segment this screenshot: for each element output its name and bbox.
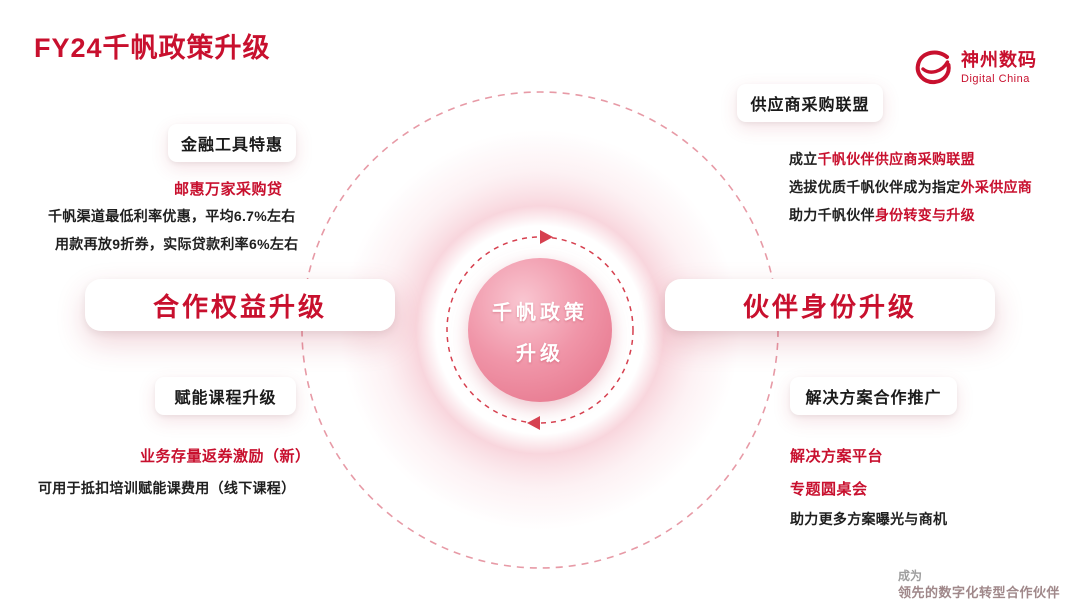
- logo-text: 神州数码 Digital China: [961, 50, 1037, 85]
- alliance-line3-highlight: 身份转变与升级: [874, 207, 975, 223]
- digital-china-logo: 神州数码 Digital China: [912, 48, 1037, 88]
- alliance-line1: 成立千帆伙伴供应商采购联盟: [789, 149, 975, 169]
- footer-line2: 领先的数字化转型合作伙伴: [898, 585, 1061, 601]
- course-highlight: 业务存量返券激励（新）: [140, 448, 311, 465]
- alliance-line2-highlight: 外采供应商: [960, 179, 1033, 195]
- solution-highlight1: 解决方案平台: [790, 448, 884, 465]
- page-title: FY24千帆政策升级: [34, 33, 271, 63]
- alliance-line2-prefix: 选拔优质千帆伙伴成为指定: [789, 179, 961, 195]
- center-label: 千帆政策 升级: [460, 296, 620, 366]
- footer-line1: 成为: [898, 569, 923, 583]
- finance-highlight: 邮惠万家采购贷: [174, 181, 283, 198]
- finance-line1: 千帆渠道最低利率优惠，平均6.7%左右: [48, 208, 296, 224]
- alliance-line3-prefix: 助力千帆伙伴: [789, 207, 875, 223]
- solution-header-card: 解决方案合作推广: [790, 377, 957, 415]
- footer-slogan: 成为 领先的数字化转型合作伙伴: [898, 568, 1060, 602]
- finance-line2: 用款再放9折券，实际贷款利率6%左右: [55, 236, 299, 252]
- logo-name: 神州数码: [961, 50, 1037, 71]
- left-main-card: 合作权益升级: [85, 279, 395, 331]
- alliance-line2: 选拔优质千帆伙伴成为指定外采供应商: [789, 177, 1032, 197]
- alliance-line1-highlight: 千帆伙伴供应商采购联盟: [817, 151, 975, 167]
- course-line1: 可用于抵扣培训赋能课费用（线下课程）: [38, 480, 296, 496]
- logo-subtitle: Digital China: [961, 72, 1030, 85]
- cycle-arrow-bottom: [527, 416, 540, 430]
- center-label-line2: 升级: [516, 343, 564, 365]
- alliance-line3: 助力千帆伙伴身份转变与升级: [789, 205, 975, 225]
- right-main-card: 伙伴身份升级: [665, 279, 995, 331]
- digital-china-logo-icon: [915, 50, 951, 85]
- finance-header-card: 金融工具特惠: [168, 124, 296, 162]
- cycle-arrow-top: [540, 230, 553, 244]
- center-label-line1: 千帆政策: [492, 302, 588, 324]
- alliance-line1-prefix: 成立: [789, 151, 818, 167]
- solution-highlight2: 专题圆桌会: [790, 481, 868, 498]
- alliance-header-card: 供应商采购联盟: [737, 84, 883, 122]
- solution-line1: 助力更多方案曝光与商机: [790, 511, 948, 527]
- course-header-card: 赋能课程升级: [155, 377, 296, 415]
